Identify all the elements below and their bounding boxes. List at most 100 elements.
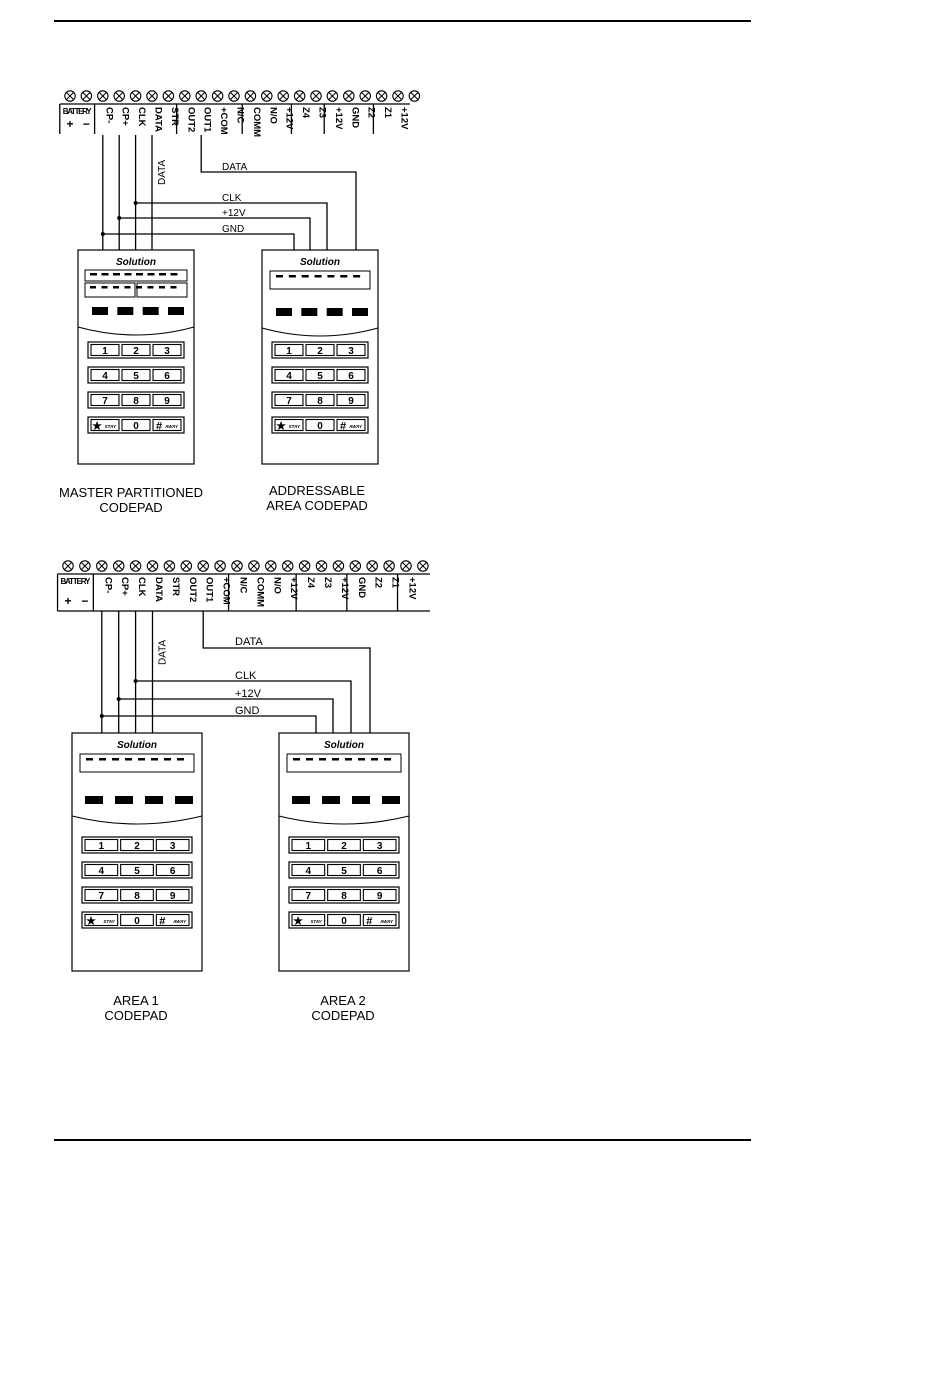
wire-label-data: DATA [222, 162, 248, 173]
wire-junction [116, 697, 121, 701]
codepad-led [340, 275, 348, 278]
codepad-led [170, 273, 178, 276]
codepad-key-label: 5 [134, 866, 140, 877]
codepad-key [121, 368, 151, 382]
codepad-key [84, 888, 119, 902]
terminal-screw-slash [148, 92, 156, 100]
codepad-status-button [175, 796, 193, 804]
wire-gnd-branch [102, 233, 295, 250]
codepad-key-label: 2 [133, 346, 139, 357]
codepad-status-button [168, 307, 184, 315]
codepad-divider [77, 326, 195, 336]
terminal-screw-slash [300, 562, 309, 570]
terminal-screw-slash [263, 92, 271, 100]
codepad-key [121, 418, 151, 432]
terminal-label: N/C [238, 577, 249, 594]
codepad-key [362, 838, 397, 852]
terminal-label: CP- [103, 107, 114, 123]
codepad-led [345, 758, 352, 761]
codepad-key [152, 393, 182, 407]
bottom-rule [54, 1139, 751, 1141]
codepad-status-button [85, 796, 103, 804]
terminal-label: STR [170, 577, 181, 596]
terminal-screw-slash [317, 562, 326, 570]
codepad-key [274, 418, 304, 432]
top-rule [54, 20, 751, 22]
codepad-key [90, 418, 120, 432]
codepad-key [291, 838, 326, 852]
codepad-key [336, 343, 366, 357]
codepad-divider [261, 327, 379, 337]
terminal-screw-slash [419, 562, 427, 570]
codepad-key-symbol: ★ [293, 916, 303, 928]
codepad-led [314, 275, 322, 278]
codepad-status-button [292, 796, 310, 804]
wire-label-12v: +12V [222, 208, 246, 219]
codepad-key [327, 838, 361, 852]
codepad-key [120, 863, 154, 877]
codepad-key-label: 3 [377, 841, 383, 852]
codepad-key-label: 4 [306, 866, 312, 877]
codepad-key-label: 1 [286, 346, 292, 357]
wire-12v-branch [118, 698, 334, 733]
terminal-screw-slash [64, 562, 72, 570]
codepad-key [291, 888, 326, 902]
codepad-key [155, 863, 190, 877]
codepad-key-label: AWAY [164, 424, 179, 429]
codepad-brand: Solution [116, 257, 156, 268]
codepad-led-strip [269, 270, 371, 290]
terminal-screw-slash [182, 562, 191, 570]
terminal-label: CP+ [120, 107, 131, 126]
codepad-key-label: 4 [286, 371, 292, 382]
codepad-led-strip [136, 282, 188, 298]
codepad-key [90, 393, 120, 407]
terminal-screw-slash [250, 562, 258, 570]
caption-master-codepad: CODEPAD [99, 500, 162, 515]
codepad-divider [278, 815, 410, 825]
codepad-key-label: 0 [134, 916, 140, 927]
codepad-led [353, 275, 361, 278]
codepad-status-button [145, 796, 163, 804]
terminal-label: OUT2 [187, 577, 198, 602]
codepad-key [84, 838, 119, 852]
codepad-key-label: STAY [103, 919, 115, 924]
codepad-divider [71, 815, 203, 825]
terminal-label: +COM [218, 107, 229, 135]
codepad-key [336, 418, 366, 432]
terminal-label: COMM [251, 107, 262, 137]
codepad-status-button [115, 796, 133, 804]
terminal-label: +COM [221, 577, 232, 605]
wire-label-clk: CLK [222, 193, 242, 204]
codepad-key [336, 393, 366, 407]
codepad-key-label: AWAY [172, 919, 187, 924]
terminal-label: STR [169, 107, 180, 126]
codepad-key-label: 2 [341, 841, 347, 852]
terminal-screw-slash [312, 92, 320, 100]
terminal-label: Z1 [382, 107, 393, 119]
codepad-led [136, 286, 142, 289]
wire-label-data-vertical: DATA [158, 639, 169, 665]
terminal-label: Z2 [373, 577, 384, 588]
terminal-label: +12V [339, 577, 350, 600]
codepad-status-button [92, 307, 108, 315]
codepad-key-label: 2 [317, 346, 323, 357]
codepad-key [84, 913, 119, 927]
codepad-key-label: 9 [377, 891, 383, 902]
codepad-key [120, 838, 154, 852]
codepad-key [327, 888, 361, 902]
wire-data-out1 [202, 611, 371, 733]
codepad-key-label: 3 [164, 346, 170, 357]
terminal-label: Z3 [322, 577, 333, 588]
codepad-led [301, 275, 309, 278]
terminal-label: COMM [254, 577, 265, 607]
terminal-screw-slash [385, 562, 393, 570]
codepad-key [152, 418, 182, 432]
codepad-led [113, 286, 119, 289]
terminal-label: +12V [333, 107, 344, 130]
codepad-led-strip [84, 282, 136, 298]
terminal-label-battery-plus: + [64, 594, 71, 608]
codepad-led [319, 758, 326, 761]
codepad-led [138, 758, 145, 761]
